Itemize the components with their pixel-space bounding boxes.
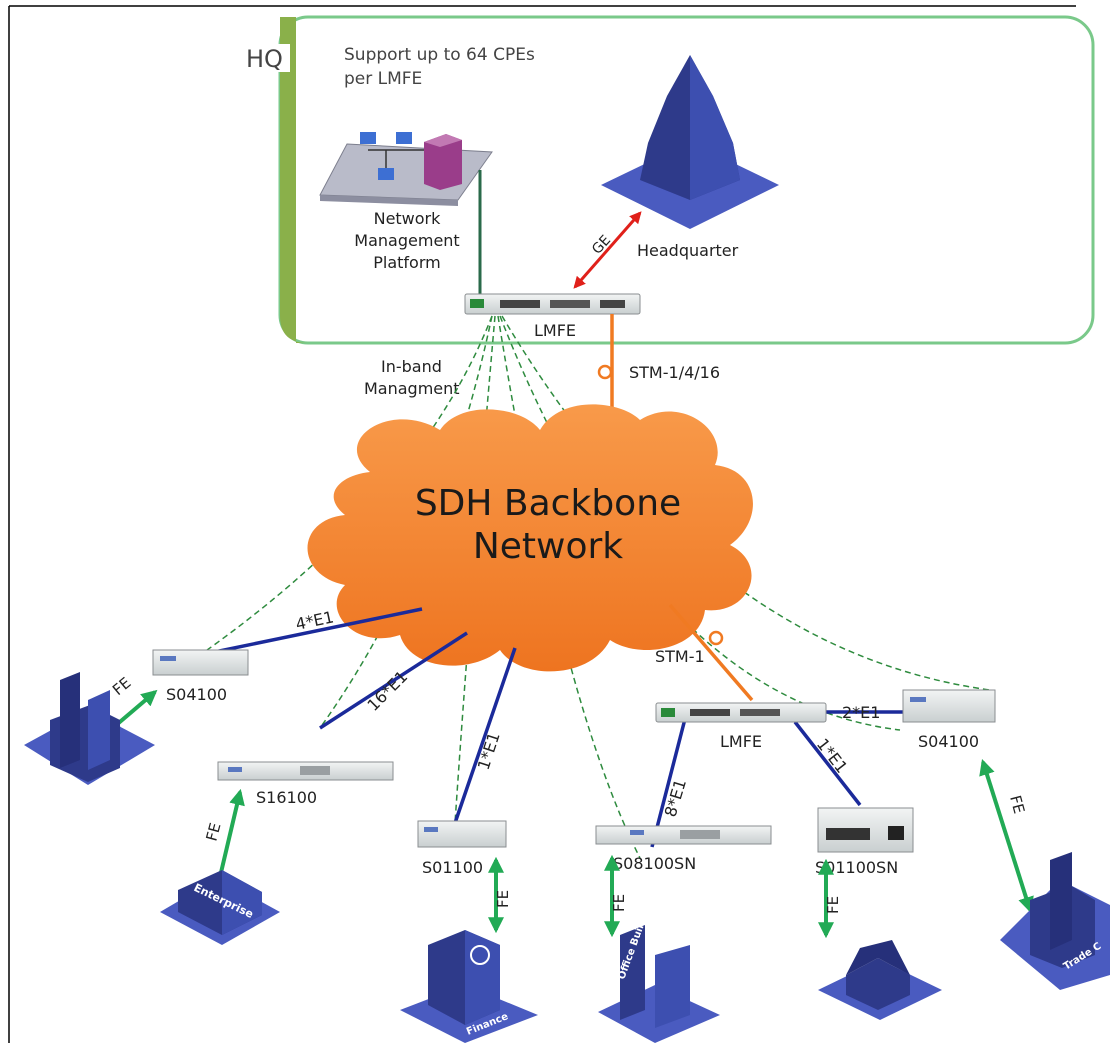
s08100sn-label: S08100SN: [613, 854, 696, 873]
s01100-label: S01100: [422, 858, 483, 877]
s16100-device: [217, 761, 394, 781]
stm-top-connector-icon: [597, 364, 613, 380]
trade-center-right-building-icon: [1000, 852, 1110, 990]
page-frame: [8, 5, 1076, 1043]
hq-note-line2: per LMFE: [344, 69, 422, 89]
s01100sn-device: [817, 807, 914, 853]
fe-label-2: FE: [202, 821, 224, 843]
e1-1b-label: 1*E1: [813, 735, 852, 777]
e1-16-label: 16*E1: [363, 667, 411, 715]
house-building-icon: [818, 940, 942, 1020]
inband-label-line1: In-band: [381, 357, 442, 376]
cloud-label-line2: Network: [473, 526, 623, 567]
fe-label-1: FE: [109, 674, 134, 699]
lmfe-top-label: LMFE: [534, 321, 576, 340]
enterprise-building-icon: [160, 870, 280, 945]
e1-2-label: 2*E1: [842, 703, 880, 722]
nmp-label-line2: Management: [354, 231, 459, 250]
nmp-label-line3: Platform: [373, 253, 440, 272]
fe-label-4: FE: [610, 894, 628, 912]
network-management-platform-icon: [319, 132, 493, 206]
nmp-label-line1: Network: [374, 209, 442, 228]
cloud-label-line1: SDH Backbone: [415, 483, 681, 524]
office-building-icon: [598, 925, 720, 1043]
hq-tag: HQ: [246, 45, 283, 73]
s16100-label: S16100: [256, 788, 317, 807]
e1-1a-label: 1*E1: [474, 730, 504, 772]
inband-label-line2: Managment: [364, 379, 460, 398]
stm-bottom-connector-icon: [708, 630, 724, 646]
fe-label-6: FE: [1006, 793, 1028, 815]
headquarter-building-icon: [601, 55, 779, 229]
stm-bottom-link: [668, 603, 754, 702]
s04100-right-label: S04100: [918, 732, 979, 751]
lmfe-device-top: [464, 293, 641, 315]
e1-links: [199, 607, 905, 848]
stm-bottom-label: STM-1: [655, 647, 705, 666]
fe-arrows: [105, 689, 1034, 939]
finance-building-icon: [400, 930, 538, 1043]
s08100sn-device: [595, 825, 772, 845]
lmfe-bottom-label: LMFE: [720, 732, 762, 751]
stm-top-label: STM-1/4/16: [629, 363, 720, 382]
e1-8-label: 8*E1: [661, 777, 690, 819]
s04100-right-device: [902, 689, 996, 723]
fe-label-5: FE: [824, 896, 842, 914]
ge-arrow: [573, 211, 642, 289]
s01100sn-label: S01100SN: [815, 858, 898, 877]
s04100-left-device: [152, 649, 249, 676]
lmfe-device-bottom: [655, 702, 827, 723]
s01100-device: [417, 820, 507, 848]
fe-label-3: FE: [494, 890, 512, 908]
sdh-cloud: [307, 404, 753, 672]
s04100-left-label: S04100: [166, 685, 227, 704]
headquarter-label: Headquarter: [637, 241, 739, 260]
trade-center-left-building-icon: [24, 672, 155, 785]
hq-note-line1: Support up to 64 CPEs: [344, 45, 535, 65]
